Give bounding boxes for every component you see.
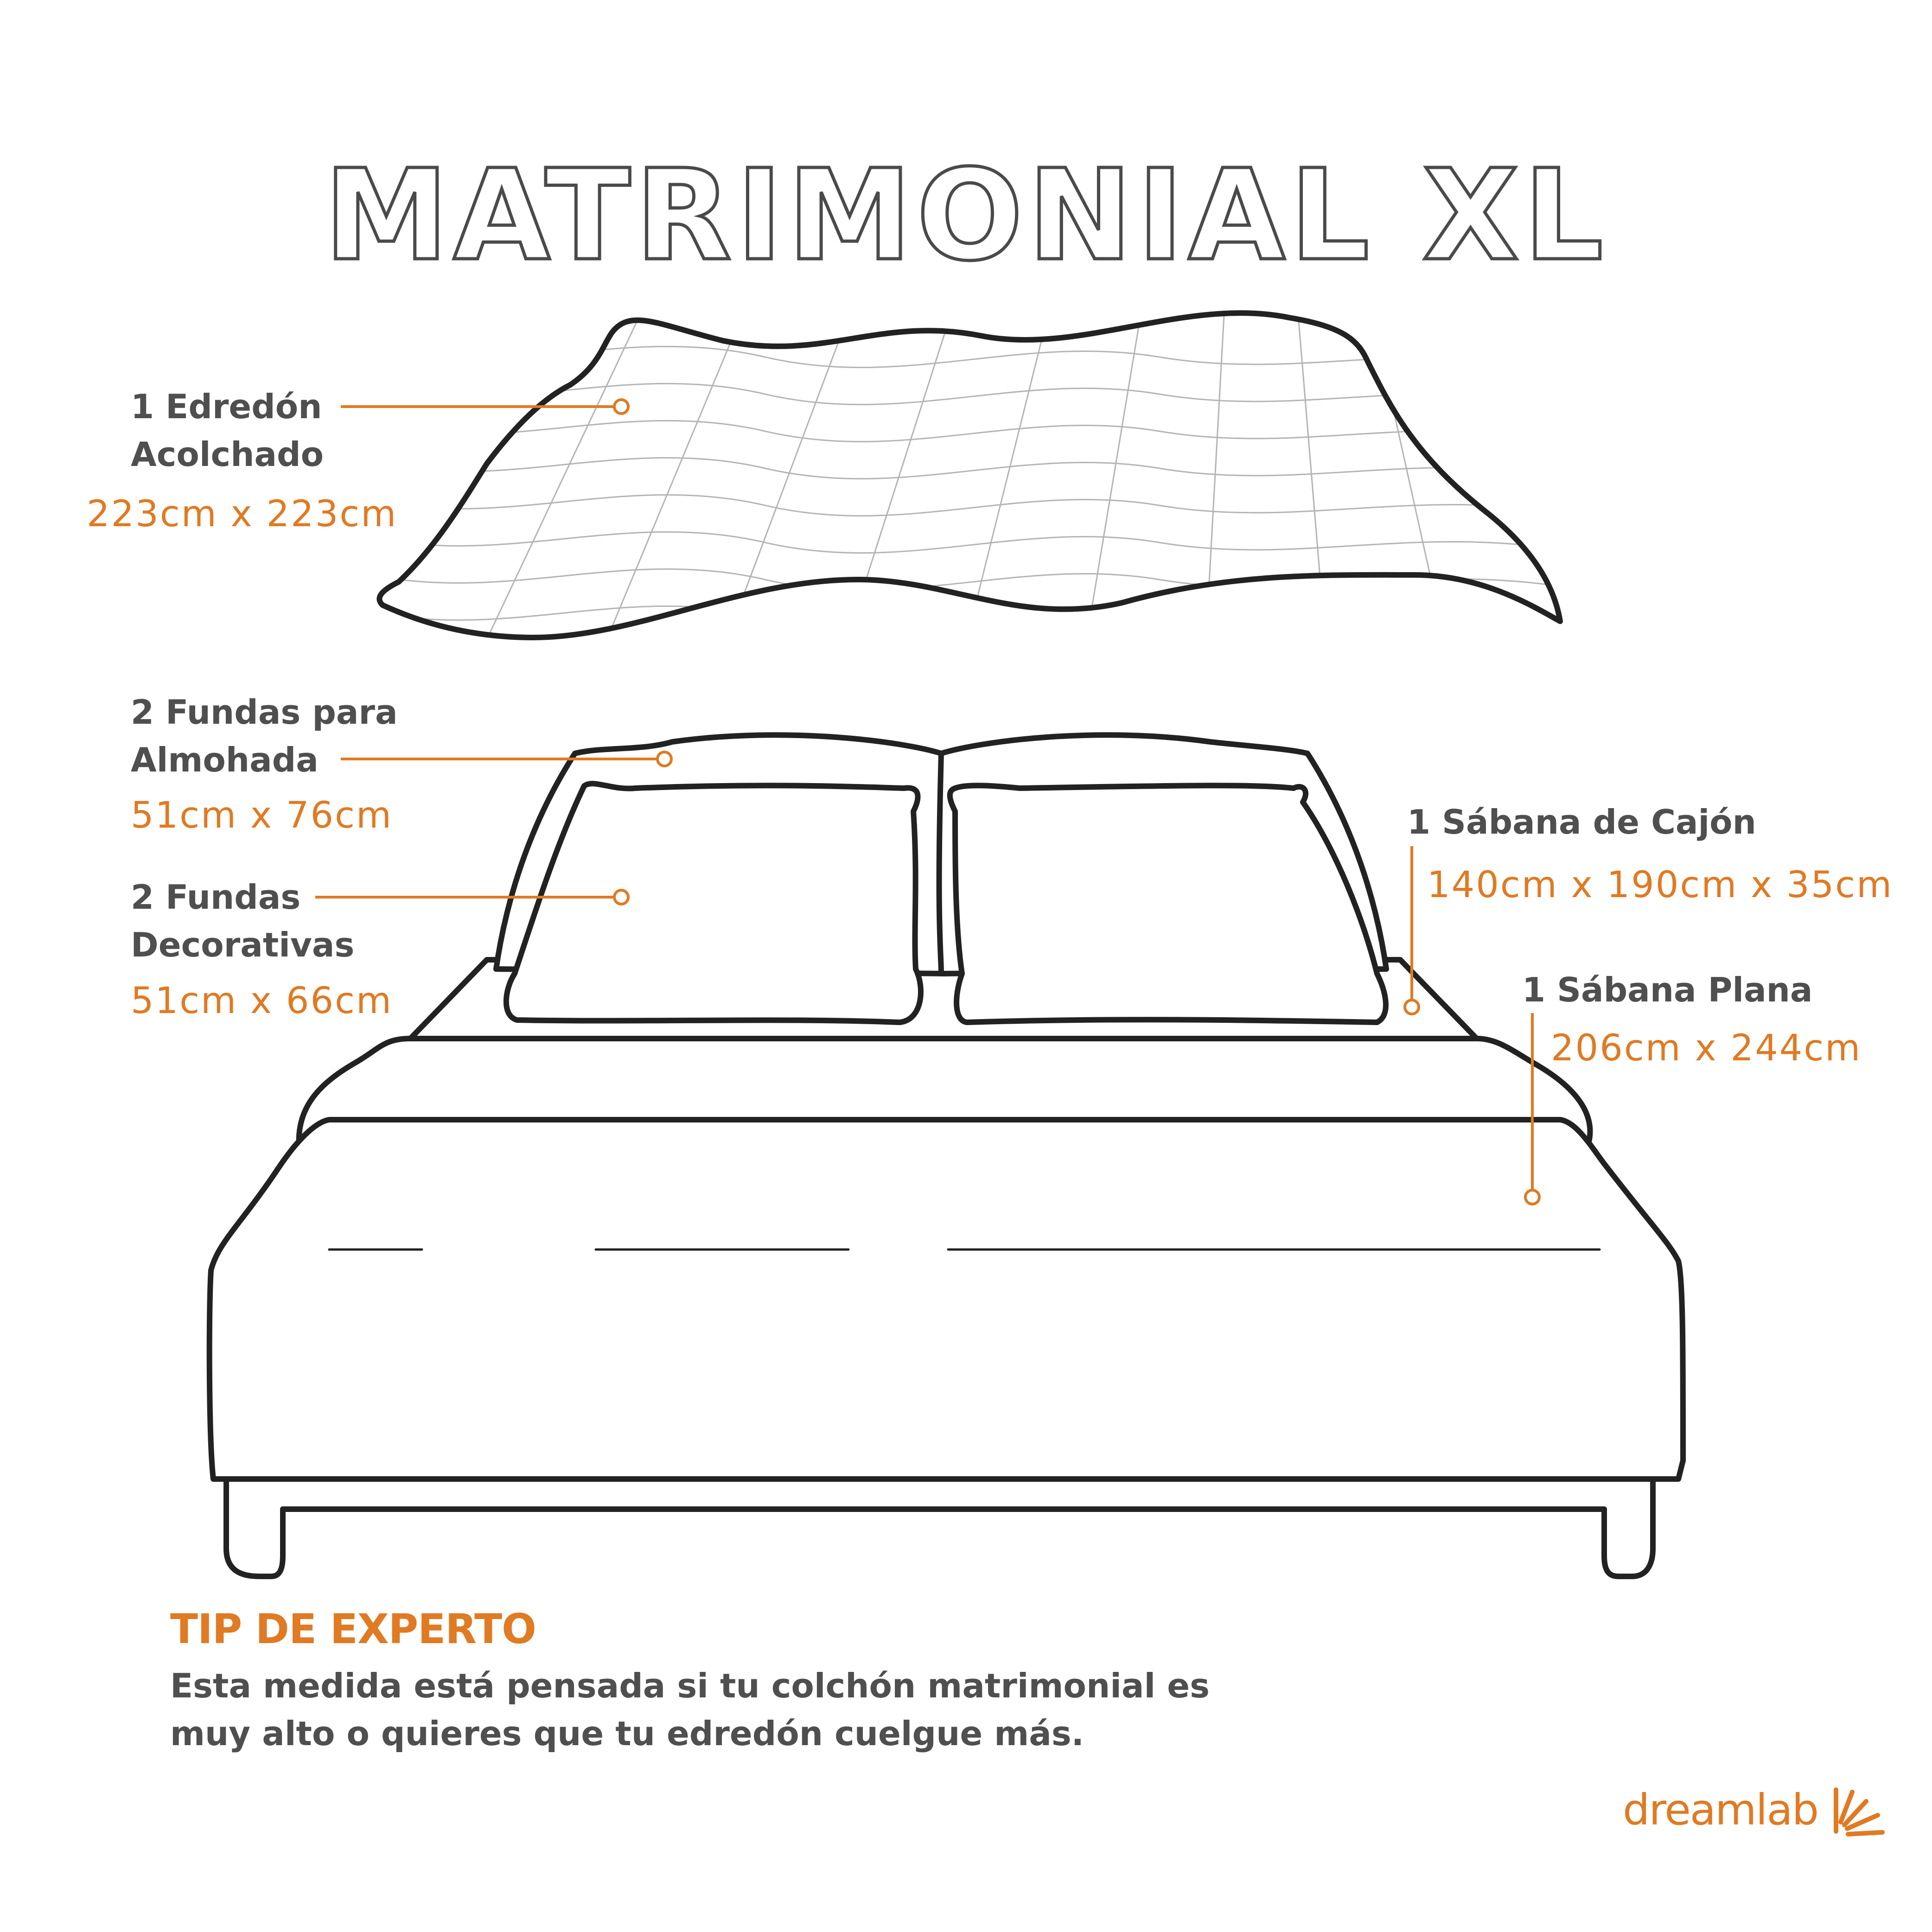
- comforter-label-line2: Acolchado: [131, 435, 324, 474]
- tip-heading: TIP DE EXPERTO: [170, 1605, 536, 1653]
- pillow-cases-label-line1: 2 Fundas para: [131, 693, 398, 732]
- pillow-cases-size: 51cm x 76cm: [131, 795, 393, 836]
- comforter-callout-dot: [613, 398, 630, 415]
- decorative-cases-label: 2 Fundas Decorativas: [131, 874, 354, 969]
- sunburst-icon: [1834, 1787, 1885, 1836]
- fitted-sheet-label: 1 Sábana de Cajón: [1407, 803, 1756, 842]
- callout-lines: [315, 398, 1541, 1205]
- bed-drawing: [206, 732, 1686, 1579]
- flat-sheet-size: 206cm x 244cm: [1551, 1027, 1862, 1069]
- pillow-cases-label: 2 Fundas para Almohada: [131, 689, 398, 784]
- fitted-sheet-size: 140cm x 190cm x 35cm: [1427, 864, 1894, 906]
- pillow-cases-label-line2: Almohada: [131, 740, 319, 779]
- brand-name: dreamlab: [1623, 1785, 1819, 1835]
- pillow-callout-dot: [656, 751, 673, 767]
- page-title: MATRIMONIAL XL: [322, 142, 1608, 288]
- flat-sheet-callout-dot: [1524, 1189, 1541, 1205]
- comforter-drawing: [376, 310, 1563, 640]
- fitted-sheet-callout-dot: [1403, 999, 1420, 1015]
- decorative-cases-size: 51cm x 66cm: [131, 980, 393, 1022]
- decorative-cases-label-line1: 2 Fundas: [131, 878, 301, 917]
- flat-sheet-label: 1 Sábana Plana: [1522, 970, 1813, 1009]
- comforter-size: 223cm x 223cm: [87, 493, 398, 535]
- comforter-label: 1 Edredón Acolchado: [131, 383, 324, 478]
- comforter-label-line1: 1 Edredón: [131, 387, 322, 426]
- tip-text: Esta medida está pensada si tu colchón m…: [170, 1666, 1210, 1753]
- decorative-callout-dot: [613, 889, 630, 905]
- decorative-cases-label-line2: Decorativas: [131, 925, 355, 964]
